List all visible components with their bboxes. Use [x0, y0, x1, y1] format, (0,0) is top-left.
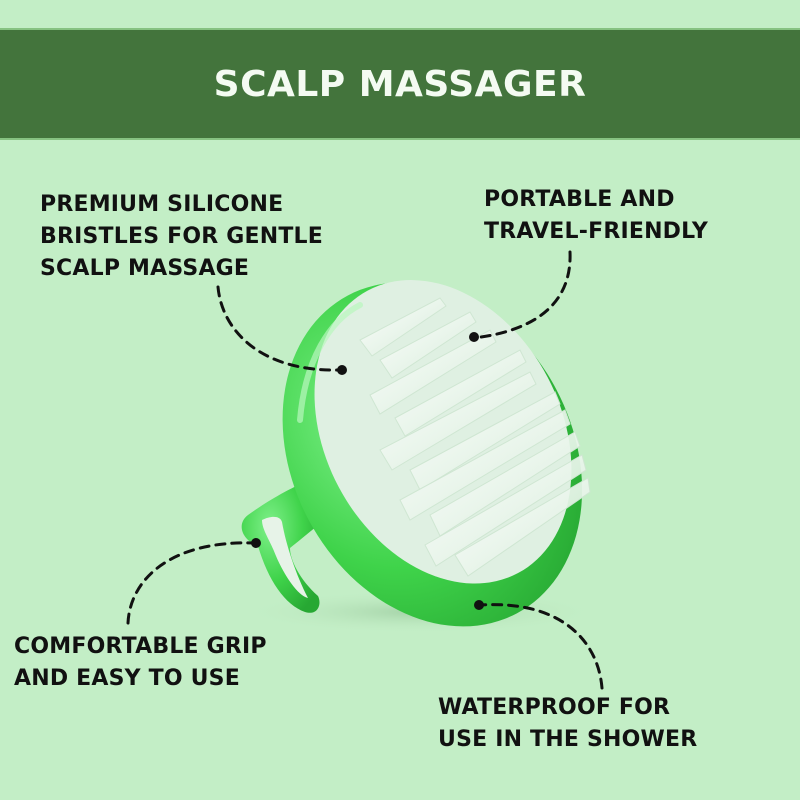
callout-dots	[251, 332, 484, 610]
callout-line-grip	[126, 541, 257, 625]
feature-line: COMFORTABLE GRIP	[14, 634, 267, 659]
callout-line-bristles	[216, 285, 342, 372]
feature-line: BRISTLES FOR GENTLE	[40, 224, 323, 249]
callout-line-waterproof	[478, 603, 604, 690]
callout-dot-bristles	[337, 365, 347, 375]
feature-waterproof: WATERPROOF FOR USE IN THE SHOWER	[438, 692, 697, 756]
silicone-bristles	[359, 297, 591, 577]
page-title: SCALP MASSAGER	[213, 63, 587, 105]
callout-lines	[126, 250, 604, 690]
callout-dot-waterproof	[474, 600, 484, 610]
feature-line: PORTABLE AND	[484, 187, 675, 212]
callout-dot-grip	[251, 538, 261, 548]
feature-line: WATERPROOF FOR	[438, 695, 671, 720]
feature-grip: COMFORTABLE GRIP AND EASY TO USE	[14, 631, 267, 695]
feature-bristles: PREMIUM SILICONE BRISTLES FOR GENTLE SCA…	[40, 189, 323, 285]
feature-line: PREMIUM SILICONE	[40, 192, 284, 217]
grip-handle	[241, 480, 322, 613]
feature-portable: PORTABLE AND TRAVEL-FRIENDLY	[484, 184, 708, 248]
feature-line: USE IN THE SHOWER	[438, 727, 698, 752]
callout-dot-portable	[469, 332, 479, 342]
callout-line-portable	[472, 250, 572, 340]
feature-line: SCALP MASSAGE	[40, 256, 250, 281]
feature-line: AND EASY TO USE	[14, 666, 240, 691]
feature-line: TRAVEL-FRIENDLY	[484, 219, 709, 244]
title-banner: SCALP MASSAGER	[0, 28, 800, 140]
